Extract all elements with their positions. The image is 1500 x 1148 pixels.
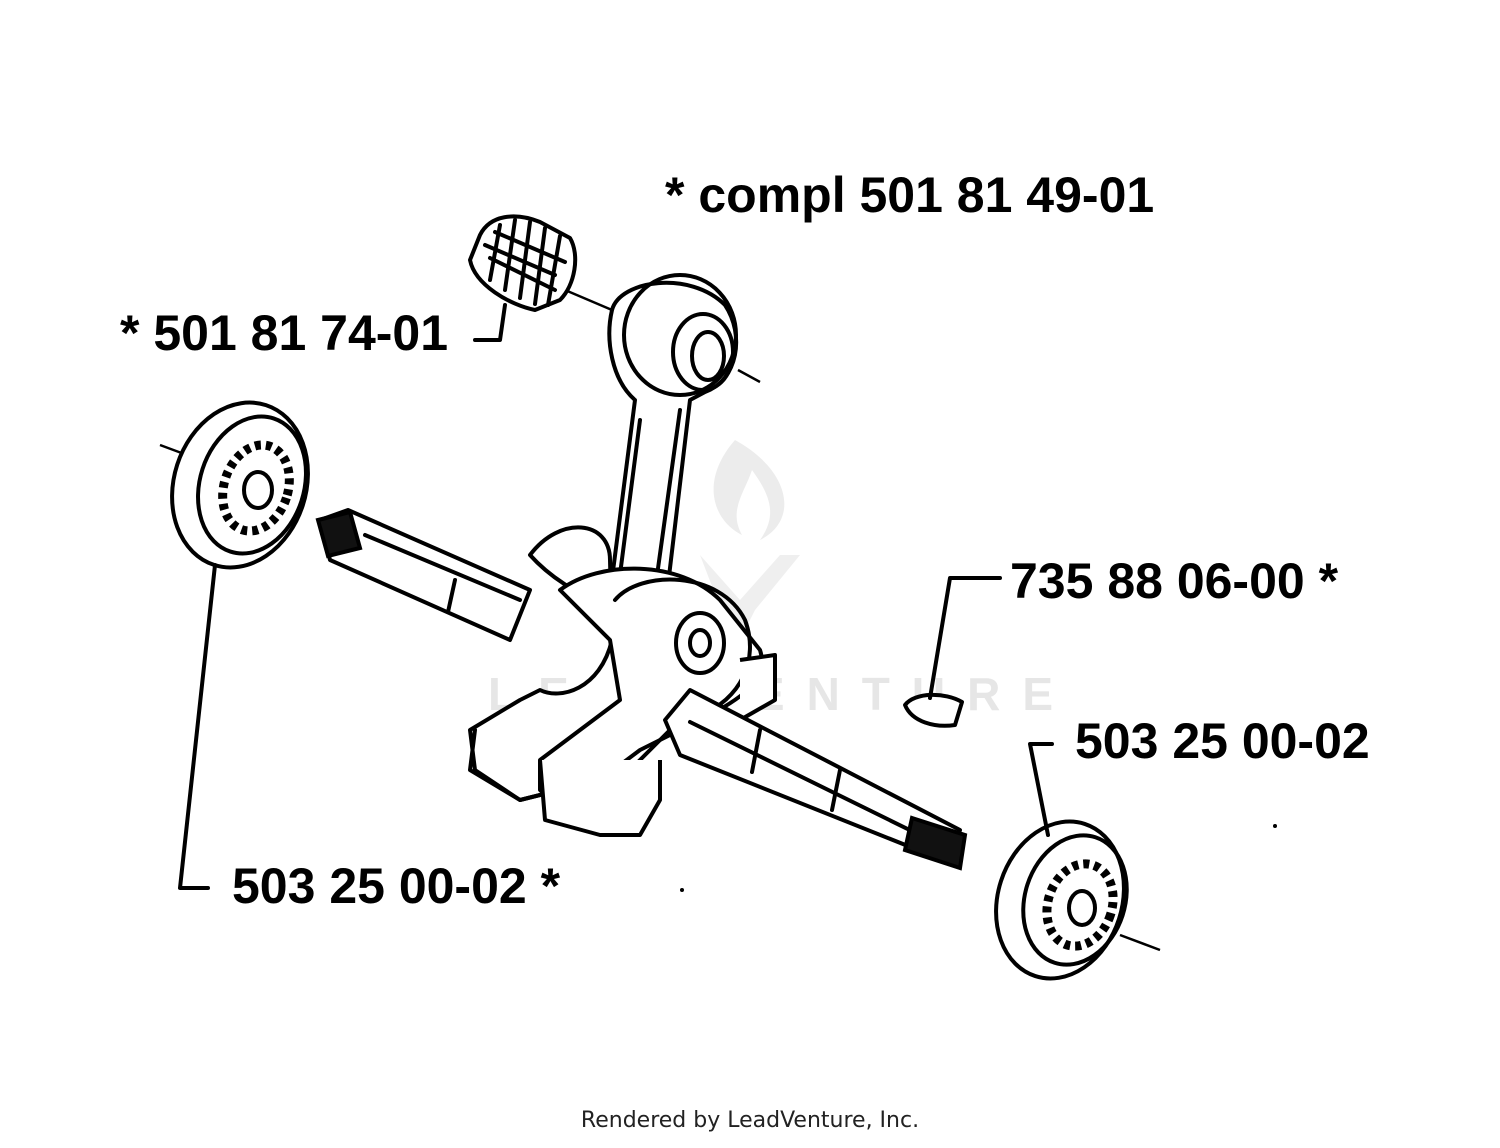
leader-lines [178,303,1054,890]
crank-webs [468,525,777,837]
callout-crankshaft-assembly: * compl 501 81 49-01 [665,167,1154,223]
right-ball-bearing [994,819,1161,981]
callout-bearing-left: 503 25 00-02 * [232,858,561,914]
crankshaft-left-journal [315,508,532,642]
crankshaft-right-journal [663,688,968,871]
left-ball-bearing [159,400,310,570]
render-credit: Rendered by LeadVenture, Inc. [580,1108,920,1133]
connecting-rod [564,273,761,612]
needle-bearing [468,214,578,312]
woodruff-key [903,692,964,728]
callout-needle-bearing: * 501 81 74-01 [120,305,448,361]
callout-bearing-right: 503 25 00-02 [1075,713,1370,769]
callout-key: 735 88 06-00 * [1010,553,1339,609]
